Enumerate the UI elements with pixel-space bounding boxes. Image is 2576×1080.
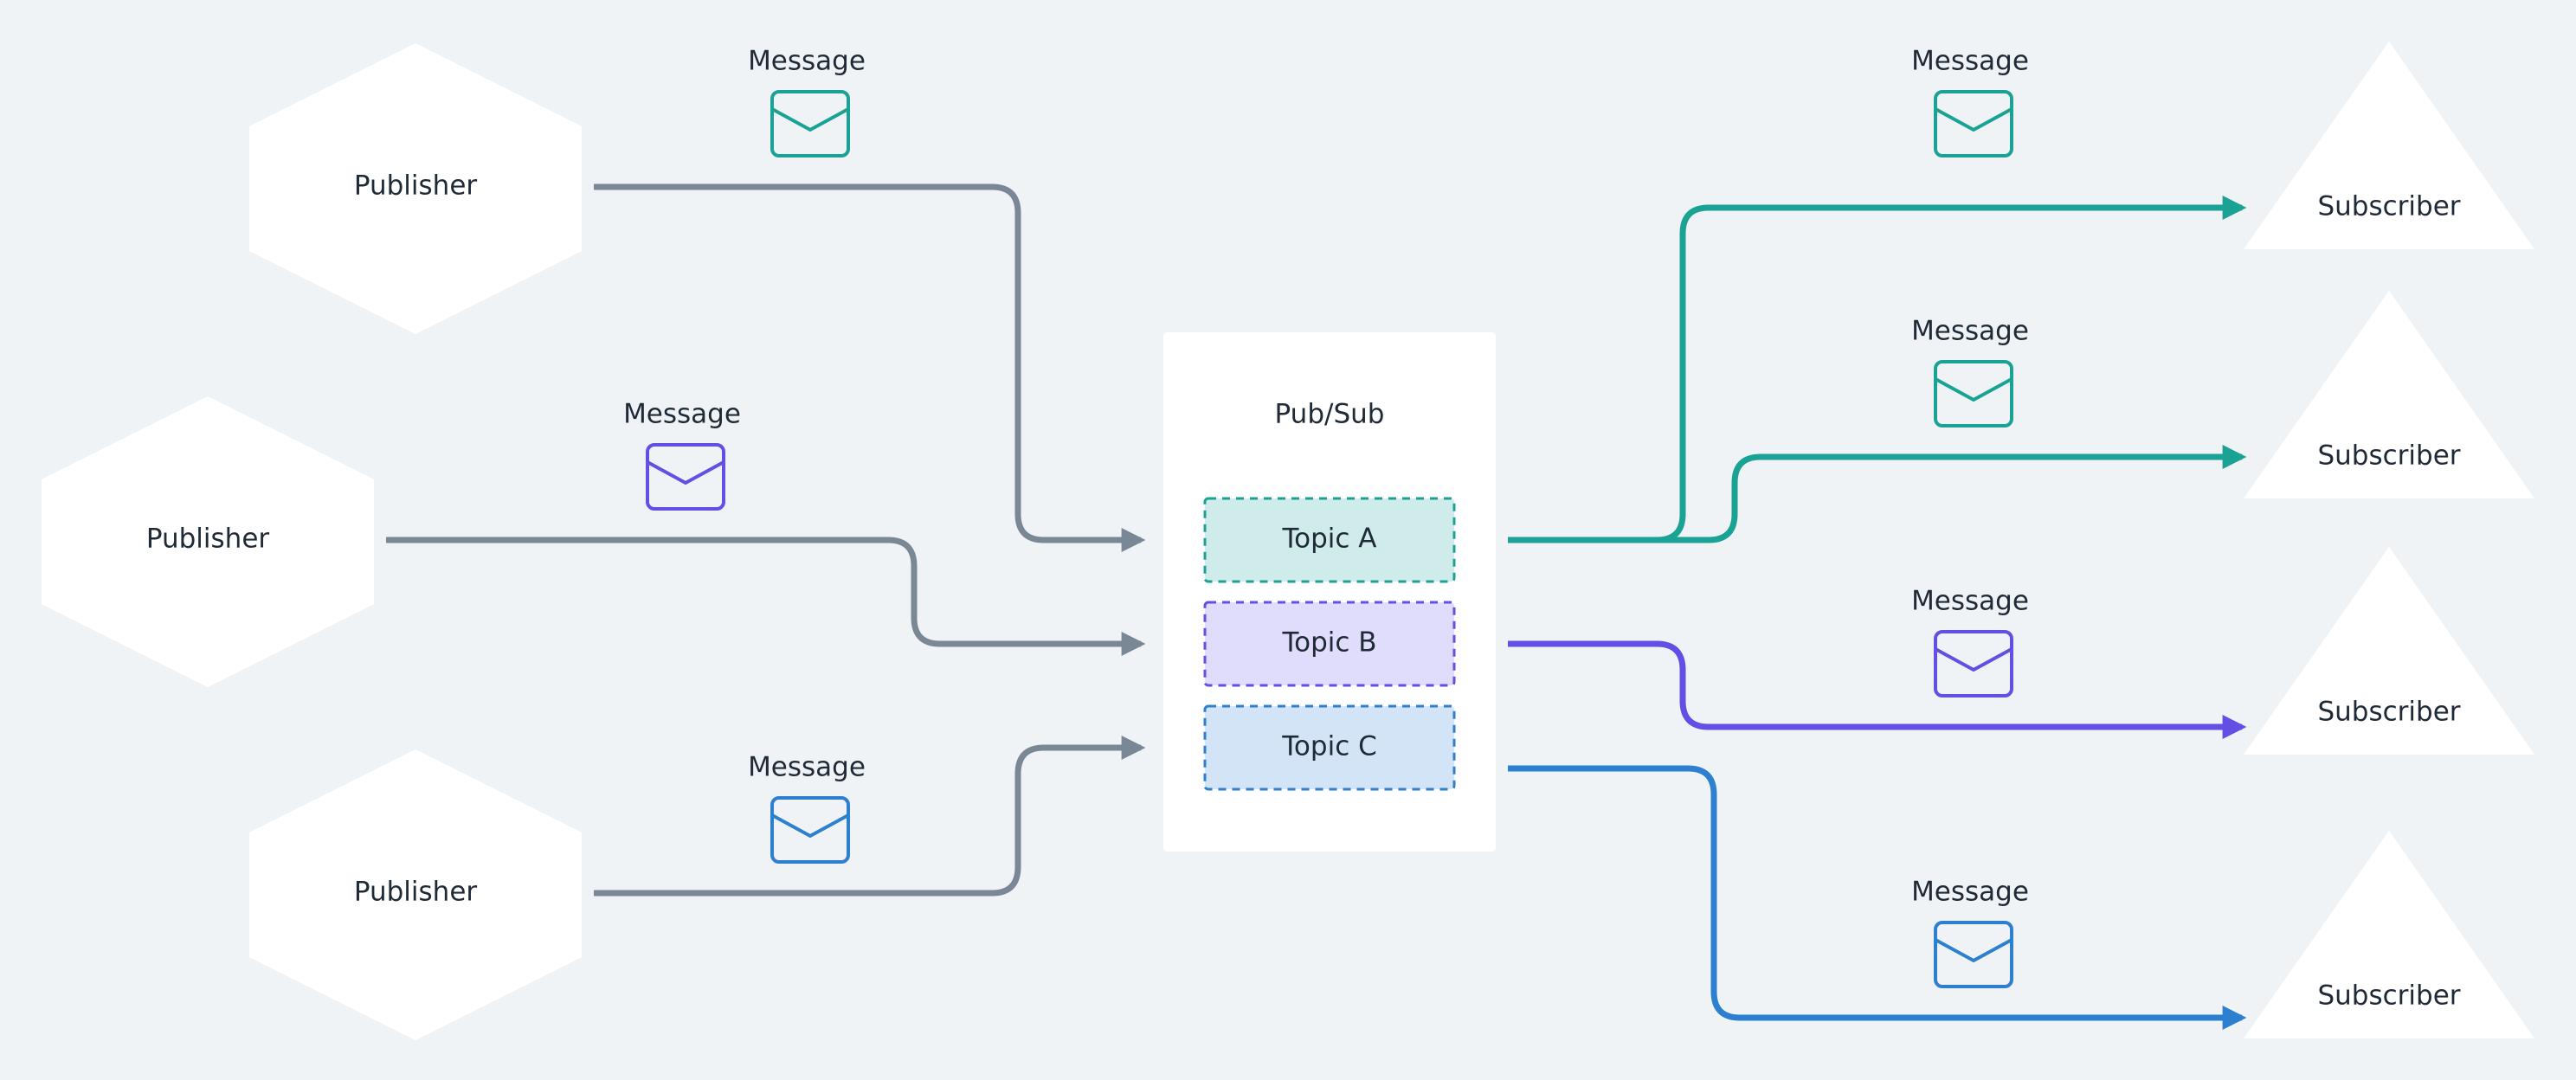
subscriber-label: Subscriber	[2317, 697, 2460, 728]
message-label: Message	[1911, 877, 2029, 908]
message-label: Message	[1911, 46, 2029, 77]
subscriber-1-message: Message	[1911, 46, 2029, 158]
publisher-label: Publisher	[354, 877, 478, 908]
publisher-2-message: Message	[623, 399, 741, 511]
publisher-hexagon	[42, 396, 374, 687]
topic-label: Topic A	[1281, 524, 1376, 555]
envelope-icon	[646, 443, 725, 511]
subscriber-3-message: Message	[1911, 586, 2029, 698]
envelope-icon	[1934, 90, 2013, 158]
envelope-icon	[1934, 360, 2013, 428]
publisher-3-connector	[594, 736, 1146, 897]
subscriber-1[interactable]: Subscriber	[2244, 42, 2534, 249]
envelope-icon	[1934, 630, 2013, 698]
subscriber-triangle	[2244, 42, 2534, 249]
subscriber-1-connector	[1508, 196, 2247, 543]
message-label: Message	[748, 752, 866, 783]
topic-label: Topic C	[1281, 731, 1376, 762]
subscriber-4[interactable]: Subscriber	[2244, 831, 2534, 1038]
message-label: Message	[623, 399, 741, 430]
topic-b[interactable]: Topic B	[1203, 601, 1456, 687]
publisher-hexagon	[249, 43, 582, 334]
subscriber-triangle	[2244, 547, 2534, 755]
subscriber-triangle	[2244, 291, 2534, 498]
message-label: Message	[1911, 586, 2029, 617]
subscriber-label: Subscriber	[2317, 191, 2460, 222]
publisher-1-connector	[594, 183, 1146, 552]
envelope-icon	[770, 90, 850, 158]
subscriber-label: Subscriber	[2317, 440, 2460, 472]
publisher-3-message: Message	[748, 752, 866, 864]
message-label: Message	[748, 46, 866, 77]
publisher-1-message: Message	[748, 46, 866, 158]
broker-title: Pub/Sub	[1275, 399, 1385, 430]
topic-label: Topic B	[1281, 627, 1376, 659]
publisher-label: Publisher	[146, 524, 270, 555]
publisher-3[interactable]: Publisher	[249, 749, 582, 1040]
envelope-icon	[770, 796, 850, 864]
publisher-1[interactable]: Publisher	[249, 43, 582, 334]
subscriber-2[interactable]: Subscriber	[2244, 291, 2534, 498]
subscriber-2-connector	[1508, 445, 2247, 543]
message-label: Message	[1911, 316, 2029, 347]
publisher-label: Publisher	[354, 170, 478, 202]
subscriber-triangle	[2244, 831, 2534, 1038]
subscriber-4-connector	[1508, 765, 2247, 1030]
publisher-2-connector	[386, 537, 1146, 656]
subscriber-label: Subscriber	[2317, 980, 2460, 1012]
publisher-2[interactable]: Publisher	[42, 396, 374, 687]
pubsub-broker: Pub/Sub Topic A Topic B Topic C	[1163, 332, 1496, 852]
subscriber-2-message: Message	[1911, 316, 2029, 428]
subscriber-3[interactable]: Subscriber	[2244, 547, 2534, 755]
topic-a[interactable]: Topic A	[1203, 497, 1456, 583]
subscriber-3-connector	[1508, 640, 2247, 739]
envelope-icon	[1934, 921, 2013, 988]
publisher-hexagon	[249, 749, 582, 1040]
topic-c[interactable]: Topic C	[1203, 704, 1456, 791]
subscriber-4-message: Message	[1911, 877, 2029, 988]
